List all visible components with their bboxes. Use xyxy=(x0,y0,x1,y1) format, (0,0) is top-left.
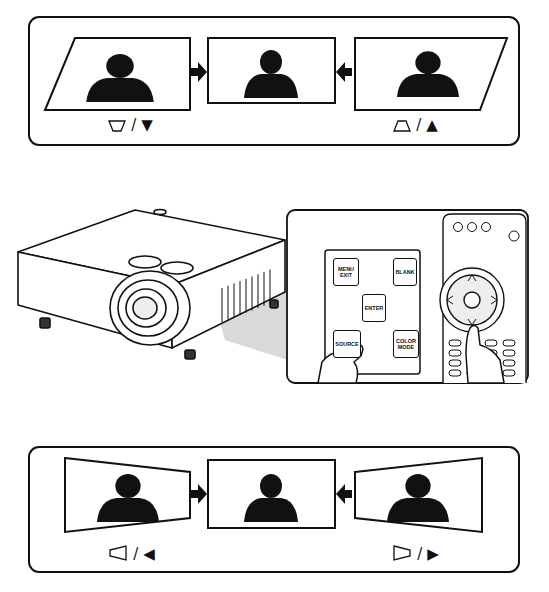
person-silhouette xyxy=(387,474,449,522)
keystone-label: / ▼ xyxy=(131,116,152,134)
person-silhouette xyxy=(97,474,159,522)
remote-button xyxy=(454,223,463,232)
panel-key: ENTER xyxy=(362,294,386,322)
dpad-arrow xyxy=(468,275,476,281)
hand xyxy=(318,326,504,384)
remote-button xyxy=(503,370,515,376)
remote-button xyxy=(482,223,491,232)
screen xyxy=(355,38,507,110)
vent xyxy=(240,281,241,315)
keystone-icon xyxy=(394,546,410,560)
screen xyxy=(355,458,482,532)
projector xyxy=(18,210,285,360)
dpad-arrow xyxy=(468,319,476,325)
vent xyxy=(258,274,259,308)
remote-button xyxy=(449,340,461,346)
dpad-arrow xyxy=(491,296,497,304)
panel-key: COLOR MODE xyxy=(393,330,419,358)
person-silhouette xyxy=(397,51,459,97)
vent xyxy=(264,272,265,306)
panel-key: SOURCE xyxy=(333,330,361,358)
person-silhouette xyxy=(86,54,154,102)
panel-key: BLANK xyxy=(393,258,417,286)
keystone-icon xyxy=(110,546,126,560)
panel-key: MENU EXIT xyxy=(333,258,359,286)
vent xyxy=(246,279,247,313)
key-label: MENU EXIT xyxy=(334,266,358,278)
frame xyxy=(29,17,519,145)
keystone-label: / ◀ xyxy=(133,545,154,563)
inset-frame xyxy=(287,210,528,383)
key-label: ENTER xyxy=(365,305,384,311)
remote-button xyxy=(468,223,477,232)
person-silhouette xyxy=(244,50,298,98)
vent xyxy=(234,283,235,317)
vent xyxy=(252,277,253,311)
vent xyxy=(222,288,223,322)
frame xyxy=(29,447,519,572)
keystone-label: / ▲ xyxy=(416,116,437,134)
key-label: BLANK xyxy=(395,269,414,275)
remote-button xyxy=(503,340,515,346)
keystone-icon xyxy=(394,121,410,131)
keystone-icon xyxy=(109,121,125,131)
remote-button xyxy=(503,350,515,356)
screen xyxy=(65,458,190,532)
remote-button xyxy=(503,360,515,366)
person-silhouette xyxy=(244,474,298,522)
remote-button xyxy=(485,340,497,346)
screen xyxy=(208,38,335,103)
remote-button xyxy=(449,360,461,366)
keypad xyxy=(325,250,420,374)
remote-button xyxy=(449,350,461,356)
key-label: SOURCE xyxy=(335,341,359,347)
keystone-label: / ▶ xyxy=(417,545,438,563)
remote xyxy=(440,214,526,383)
screen xyxy=(45,38,190,110)
vent xyxy=(228,286,229,320)
key-label: COLOR MODE xyxy=(394,338,418,350)
vent xyxy=(270,270,271,304)
remote-button xyxy=(509,231,519,241)
dpad-arrow xyxy=(447,296,453,304)
remote-button xyxy=(449,370,461,376)
screen xyxy=(208,460,335,528)
